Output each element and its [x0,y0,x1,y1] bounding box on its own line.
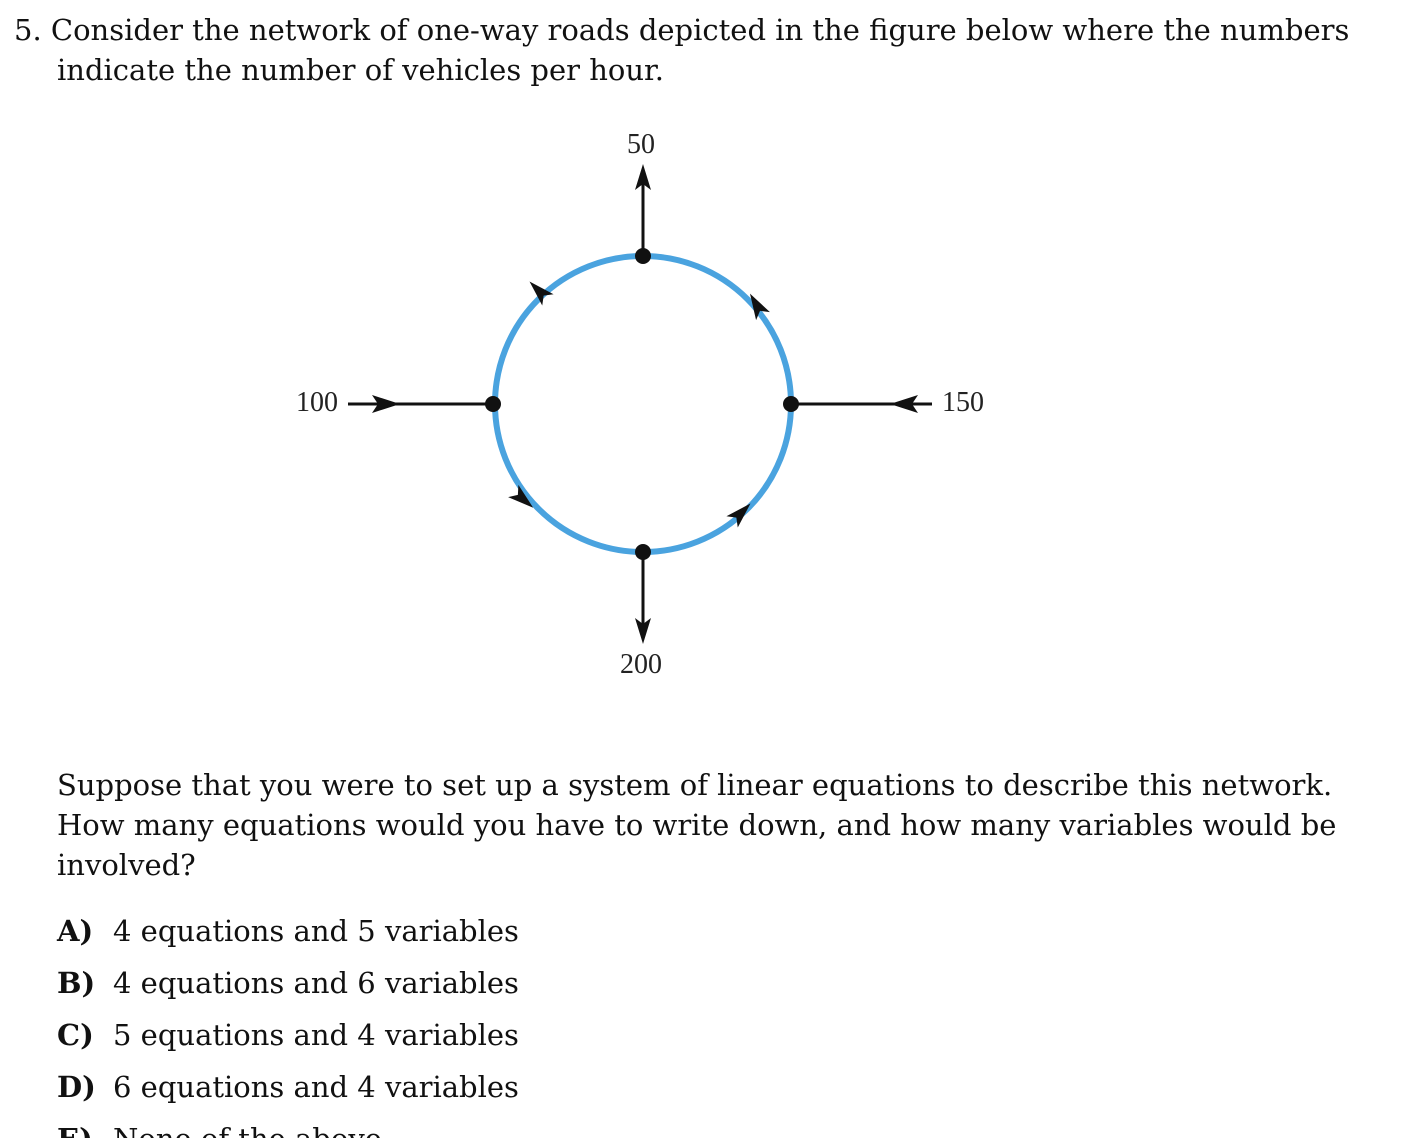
node-right [783,396,799,412]
question-line-2: indicate the number of vehicles per hour… [57,53,664,87]
option-d-letter: D) [57,1070,96,1104]
option-e-text: None of the above [113,1122,382,1138]
question-line-1: 5. Consider the network of one-way roads… [14,10,1349,50]
option-a-letter: A) [57,914,94,948]
answer-options: A) 4 equations and 5 variables B) 4 equati… [57,910,519,1138]
question-text: 5. Consider the network of one-way roads… [14,10,1349,90]
option-a[interactable]: A) 4 equations and 5 variables [57,910,519,962]
node-top [635,248,651,264]
option-b-letter: B) [57,966,96,1000]
option-d-text: 6 equations and 4 variables [113,1070,519,1104]
roundabout-arrow-top-left [529,281,554,306]
traffic-network-figure: 50 100 150 200 [280,120,1020,700]
flow-label-bottom: 200 [620,649,662,680]
network-diagram [348,164,932,644]
option-e[interactable]: E)None of the above [57,1118,519,1138]
arrow-left-icon [372,395,400,413]
question-number: 5. [14,13,42,47]
arrow-right-icon [890,395,918,413]
option-c-letter: C) [57,1018,94,1052]
prompt-line-1: Suppose that you were to set up a system… [57,768,1333,802]
question-prompt: Suppose that you were to set up a system… [57,765,1337,885]
roundabout-arrow-bottom-right [726,503,751,528]
flow-label-right: 150 [942,387,984,418]
node-left [485,396,501,412]
option-b[interactable]: B) 4 equations and 6 variables [57,962,519,1014]
question-stem-part-1: Consider the network of one-way roads de… [50,13,1350,47]
node-bottom [635,544,651,560]
option-c-text: 5 equations and 4 variables [113,1018,519,1052]
prompt-line-2: How many equations would you have to wri… [57,808,1337,842]
roundabout-arrow-bottom-left [508,484,534,508]
flow-label-top: 50 [627,129,655,160]
option-a-text: 4 equations and 5 variables [113,914,519,948]
option-d[interactable]: D) 6 equations and 4 variables [57,1066,519,1118]
flow-label-left: 100 [296,387,338,418]
option-b-text: 4 equations and 6 variables [113,966,519,1000]
prompt-line-3: involved? [57,848,196,882]
option-e-letter: E) [57,1118,113,1138]
arrow-bottom-icon [635,618,651,644]
arrow-top-icon [635,164,651,190]
option-c[interactable]: C) 5 equations and 4 variables [57,1014,519,1066]
roundabout-arrow-top-right [750,293,770,321]
